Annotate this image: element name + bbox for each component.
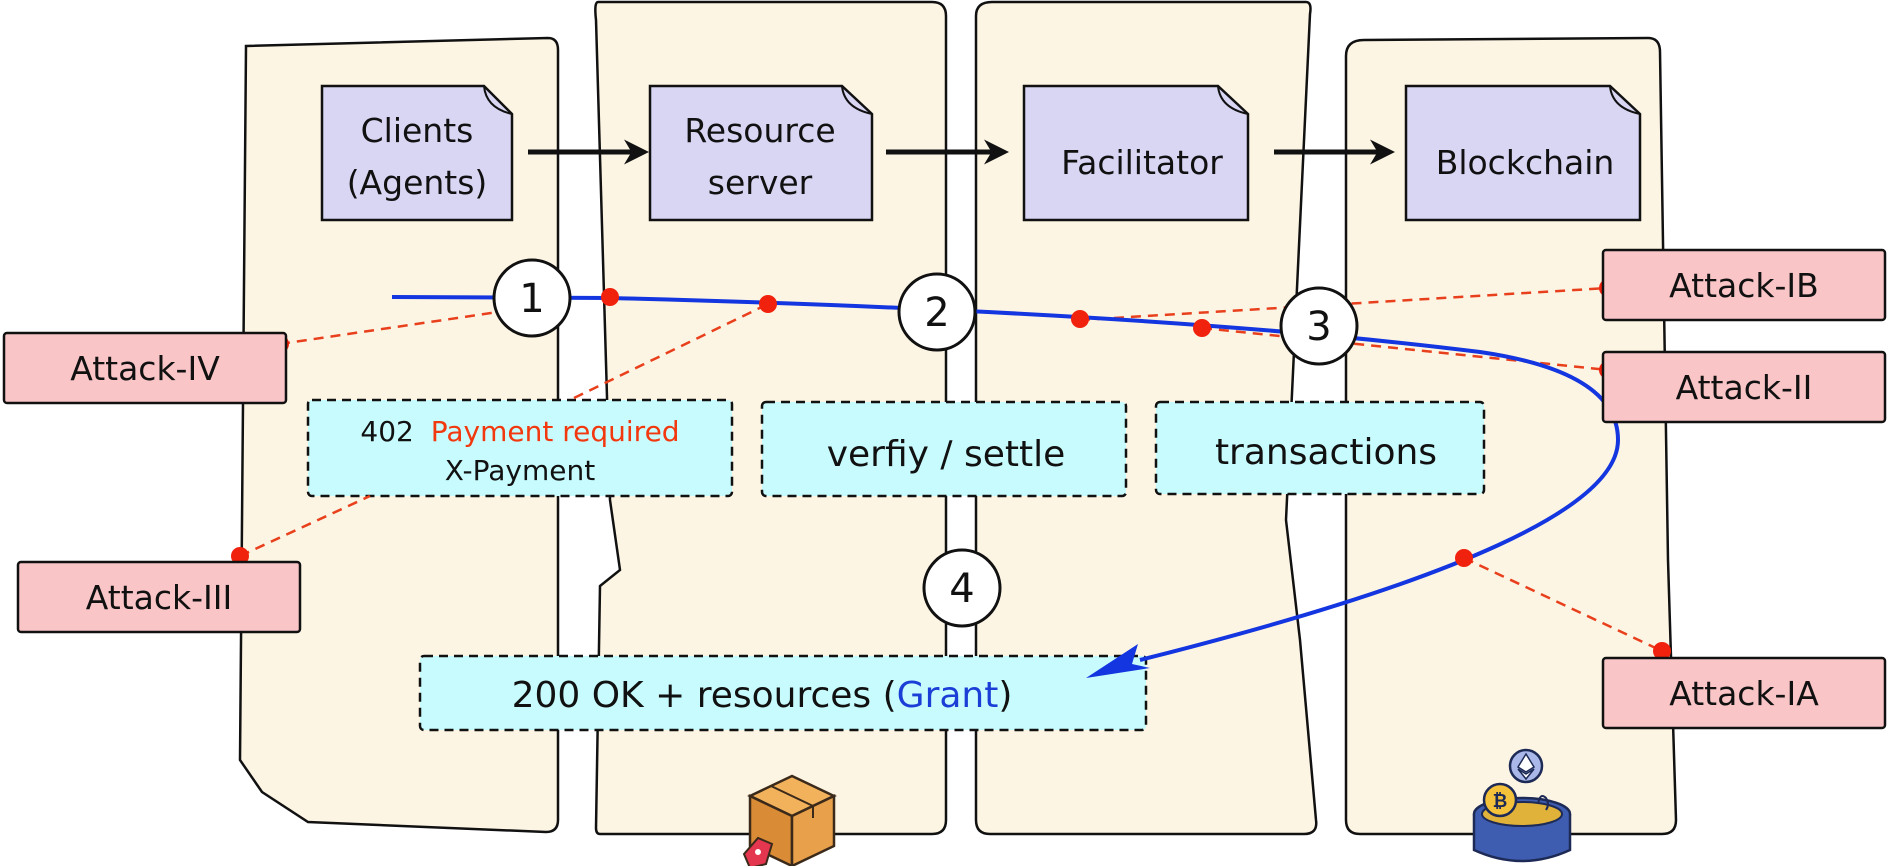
component-label: Clients <box>361 111 474 150</box>
attack-dot <box>1455 549 1473 567</box>
attack-iv-box: Attack-IV <box>2 331 288 405</box>
step-label: 4 <box>949 566 974 612</box>
attack-ib-box: Attack-IB <box>1601 248 1887 322</box>
lane-blockchain <box>1344 36 1678 836</box>
payment-required-label: Payment required <box>431 415 680 448</box>
step-label: 1 <box>519 276 544 322</box>
verify-settle-label: verfiy / settle <box>827 434 1066 475</box>
connector-attack-ia <box>1463 556 1663 653</box>
step-1: 1 <box>492 258 572 338</box>
crypto-wallet-icon: ₿ <box>1472 748 1572 863</box>
ok-suffix: ) <box>998 675 1012 716</box>
transactions-label: transactions <box>1215 432 1437 473</box>
package-icon <box>742 774 837 866</box>
flow-arrowhead <box>1086 644 1150 678</box>
component-label: Resource <box>684 111 835 150</box>
component-label: Blockchain <box>1436 143 1615 182</box>
note-grant: 200 OK + resources (Grant) <box>418 654 1148 732</box>
component-label: server <box>708 163 813 202</box>
step-4: 4 <box>922 548 1002 628</box>
svg-text:₿: ₿ <box>1493 791 1508 812</box>
component-label: (Agents) <box>347 163 488 202</box>
attack-label: Attack-IA <box>1669 674 1819 713</box>
attack-label: Attack-III <box>86 578 232 617</box>
attack-label: Attack-IV <box>70 349 220 388</box>
step-label: 3 <box>1306 304 1331 350</box>
component-label: Facilitator <box>1061 143 1223 182</box>
attack-dot <box>1653 642 1671 660</box>
x-payment-label: X-Payment <box>445 454 595 487</box>
connector-attack-iii-upper <box>573 302 769 400</box>
attack-dot <box>1193 319 1211 337</box>
grant-label: Grant <box>897 675 999 716</box>
attack-label: Attack-II <box>1676 368 1813 407</box>
component-facilitator: Facilitator <box>1022 84 1250 222</box>
step-2: 2 <box>897 272 977 352</box>
attack-dot <box>601 288 619 306</box>
component-resource-server: Resource server <box>648 84 874 222</box>
svg-text:402 Payment required: 402 Payment required <box>360 415 679 448</box>
connector-attack-iv <box>279 310 499 346</box>
component-blockchain: Blockchain <box>1404 84 1642 222</box>
step-3: 3 <box>1279 286 1359 366</box>
component-clients: Clients (Agents) <box>320 84 514 222</box>
note-transactions: transactions <box>1154 400 1486 496</box>
ok-resources-label: 200 OK + resources ( <box>512 675 897 716</box>
connector-attack-iii <box>239 494 371 558</box>
attack-ia-box: Attack-IA <box>1601 656 1887 730</box>
attack-dot <box>759 295 777 313</box>
status-code: 402 <box>360 415 413 448</box>
attack-dot <box>1071 310 1089 328</box>
note-verify-settle: verfiy / settle <box>760 400 1128 498</box>
attack-ii-box: Attack-II <box>1601 350 1887 424</box>
attack-iii-box: Attack-III <box>16 560 302 634</box>
svg-text:200 OK + resources (Grant): 200 OK + resources (Grant) <box>512 675 1013 716</box>
note-payment-required: 402 Payment required X-Payment <box>306 398 734 498</box>
step-label: 2 <box>924 290 949 336</box>
attack-label: Attack-IB <box>1669 266 1819 305</box>
attack-dot <box>231 547 249 565</box>
step-circles: 1 2 3 4 <box>492 258 1359 628</box>
